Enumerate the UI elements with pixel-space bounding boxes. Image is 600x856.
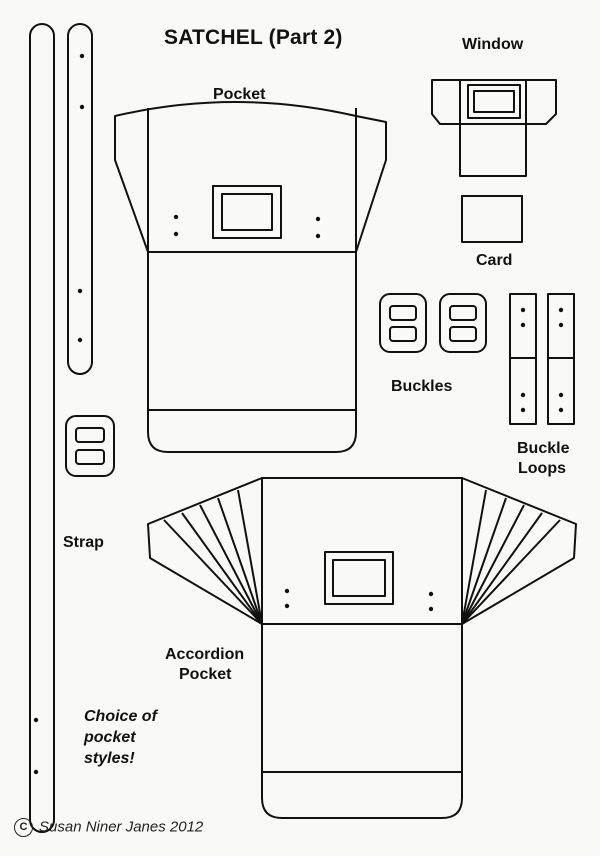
card-label: Card — [476, 252, 513, 269]
pocket-styles-note: Choice of pocket styles! — [84, 708, 157, 767]
accordion-pocket-label-line1: Accordion — [165, 646, 245, 663]
copyright-credit: C Susan Niner Janes 2012 — [14, 818, 203, 837]
accordion-pocket-template — [147, 477, 577, 819]
buckle-loop-1 — [509, 293, 537, 425]
buckle-1 — [379, 293, 427, 353]
pocket-template — [114, 101, 387, 453]
accordion-pocket-label-line2: Pocket — [179, 666, 232, 683]
window-label: Window — [462, 36, 524, 53]
strap-label: Strap — [63, 534, 104, 551]
pocket-label: Pocket — [213, 86, 266, 103]
buckle-2 — [439, 293, 487, 353]
buckle-loops-label-line2: Loops — [518, 460, 566, 477]
strap-buckle — [65, 415, 115, 477]
buckle-loop-2 — [547, 293, 575, 425]
strap-short — [67, 23, 93, 375]
buckles-label: Buckles — [391, 378, 453, 395]
card-template — [461, 195, 523, 243]
copyright-icon: C — [14, 818, 33, 837]
buckle-loops-label-line1: Buckle — [517, 440, 570, 457]
strap-long — [29, 23, 55, 833]
window-template — [431, 79, 557, 177]
credit-text: Susan Niner Janes 2012 — [39, 818, 204, 836]
page-title: SATCHEL (Part 2) — [164, 26, 343, 49]
